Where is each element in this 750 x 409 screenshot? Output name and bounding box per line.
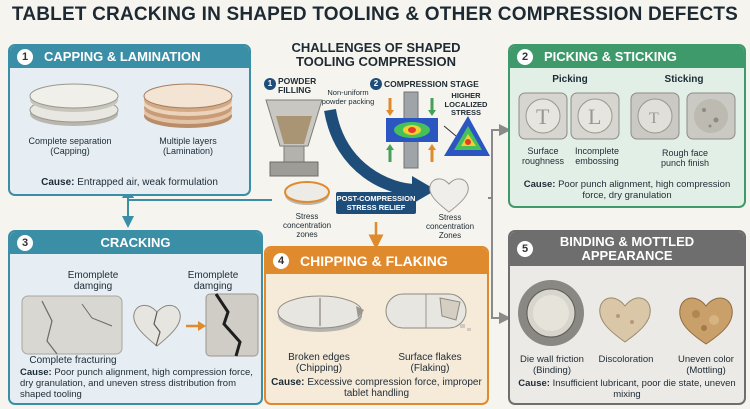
panel-number: 4: [273, 253, 289, 269]
panel-title: CRACKING: [100, 235, 171, 250]
panel-number: 2: [517, 49, 533, 65]
step1-label: POWDER FILLING: [278, 76, 317, 95]
flaked-tablet-image: [385, 293, 471, 331]
rough-punch-caption: Rough face punch finish: [660, 148, 710, 168]
center-title-line1: CHALLENGES OF SHAPED: [291, 40, 461, 55]
surface-roughness-caption: Surface roughness: [521, 146, 565, 166]
binding-caption: Die wall friction (Binding): [520, 354, 584, 376]
fracture-caption: Complete fracturing: [29, 355, 117, 366]
fractured-heart-image: [133, 305, 181, 347]
lamination-caption: Multiple layers (Lamination): [159, 136, 217, 156]
cause-text: Cause: Entrapped air, weak formulation: [14, 177, 245, 188]
mottled-heart-image: [679, 297, 733, 345]
svg-text:T: T: [536, 104, 550, 129]
main-title: TABLET CRACKING IN SHAPED TOOLING & OTHE…: [11, 4, 739, 25]
cause-value: Entrapped air, weak formulation: [77, 177, 218, 188]
panel-header: 4 CHIPPING & FLAKING: [266, 248, 487, 274]
panel-capping-lamination: 1 CAPPING & LAMINATION Complete separati…: [8, 44, 251, 196]
sticking-subtitle: Sticking: [664, 74, 704, 85]
cause-text: Cause: Poor punch alignment, high compre…: [514, 179, 740, 201]
panel-picking-sticking: 2 PICKING & STICKING Picking Sticking T …: [508, 44, 746, 208]
cause-text: Cause: Insufficient lubricant, poor die …: [514, 378, 740, 400]
panel-number: 3: [17, 235, 33, 251]
round-tablet-image: [284, 181, 330, 205]
cracked-surface-image: [21, 295, 123, 355]
center-title-line2: TOOLING COMPRESSION: [295, 54, 457, 69]
cause-text: Cause: Excessive compression force, impr…: [270, 377, 483, 399]
svg-text:T: T: [649, 110, 659, 127]
cause-value: Insufficient lubricant, poor die state, …: [552, 378, 736, 400]
flaking-caption: Surface flakes (Flaking): [398, 352, 462, 374]
step2-badge: 2: [370, 78, 382, 90]
cause-label: Cause:: [41, 177, 75, 188]
panel-binding-mottled: 5 BINDING & MOTTLED APPEARANCE Die wall …: [508, 230, 746, 405]
panel-number: 1: [17, 49, 33, 65]
discoloration-caption: Discoloration: [598, 354, 654, 365]
damage-label-b: Emomplete damging: [187, 270, 239, 292]
panel-number: 5: [517, 241, 533, 257]
sticking-face-image-b: [686, 92, 736, 140]
chipped-tablet-image: [277, 295, 364, 332]
panel-header: 2 PICKING & STICKING: [510, 46, 744, 68]
compression-stage-image: [386, 91, 490, 169]
panel-title: PICKING & STICKING: [544, 49, 677, 64]
panel-title-line2: APPEARANCE: [581, 248, 673, 263]
panel-chipping-flaking: 4 CHIPPING & FLAKING Broken edges (Chipp…: [264, 246, 489, 405]
crack-arrow: [186, 321, 206, 331]
powder-hopper-image: [265, 99, 323, 177]
die-wall-friction-image: [518, 280, 584, 346]
lamination-tablet-image: [143, 83, 233, 128]
heart-tablet-image: [429, 178, 469, 213]
incomplete-embossing-caption: Incomplete embossing: [574, 146, 620, 166]
mottling-caption: Uneven color (Mottling): [678, 354, 734, 376]
capping-tablet-image: [29, 83, 119, 126]
heart-tablet-caption: Stress concentration Zones: [425, 213, 475, 240]
process-flow-arrow: [324, 108, 436, 204]
cause-text: Cause: Poor punch alignment, high compre…: [20, 367, 257, 400]
cause-value: Poor punch alignment, high compression f…: [558, 179, 731, 201]
panel-title: CHIPPING & FLAKING: [300, 253, 448, 269]
step2-label: COMPRESSION STAGE: [384, 79, 479, 89]
capping-caption: Complete separation (Capping): [28, 136, 112, 156]
cause-label: Cause:: [271, 377, 305, 388]
panel-title: CAPPING & LAMINATION: [44, 49, 201, 64]
cause-value: Poor punch alignment, high compression f…: [20, 367, 253, 400]
round-tablet-caption: Stress concentration zones: [282, 212, 332, 239]
panel-header: 5 BINDING & MOTTLED APPEARANCE: [510, 232, 744, 266]
damage-label-a: Emomplete damging: [67, 270, 119, 292]
deep-crack-image: [205, 293, 259, 357]
picking-surface-image: T: [518, 92, 568, 140]
picking-subtitle: Picking: [552, 74, 588, 85]
panel-cracking: 3 CRACKING Emomplete damging Emomplete d…: [8, 230, 263, 405]
panel-header: 3 CRACKING: [10, 232, 261, 254]
cause-value: Excessive compression force, improper ta…: [307, 377, 482, 399]
svg-text:L: L: [588, 104, 601, 129]
step1-badge: 1: [264, 78, 276, 90]
incomplete-embossing-image: L: [570, 92, 620, 140]
center-title: CHALLENGES OF SHAPED TOOLING COMPRESSION: [276, 41, 476, 69]
relief-badge: POST-COMPRESSION STRESS RELIEF: [336, 192, 416, 214]
cause-label: Cause:: [518, 378, 550, 389]
panel-title-line1: BINDING & MOTTLED: [559, 234, 695, 249]
cause-label: Cause:: [523, 179, 556, 190]
step1-note: Non-uniform powder packing: [321, 88, 375, 106]
stress-label: HIGHER LOCALIZED STRESS: [444, 91, 488, 117]
panel-header: 1 CAPPING & LAMINATION: [10, 46, 249, 68]
chipping-caption: Broken edges (Chipping): [288, 352, 350, 374]
sticking-face-image-a: T: [630, 92, 680, 140]
discoloration-heart-image: [599, 297, 651, 343]
cause-label: Cause:: [20, 367, 52, 378]
